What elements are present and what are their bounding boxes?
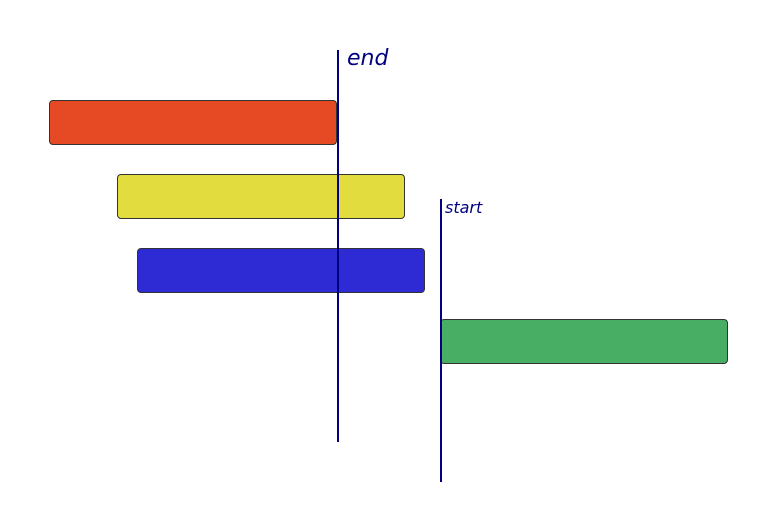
interval-bar-green (440, 319, 728, 364)
interval-bar-blue (137, 248, 425, 293)
end-marker-line (337, 50, 339, 442)
start-label: start (445, 198, 483, 217)
interval-bar-red (49, 100, 337, 145)
interval-bar-yellow (117, 174, 405, 219)
end-label: end (347, 46, 389, 71)
start-marker-line (440, 199, 442, 482)
